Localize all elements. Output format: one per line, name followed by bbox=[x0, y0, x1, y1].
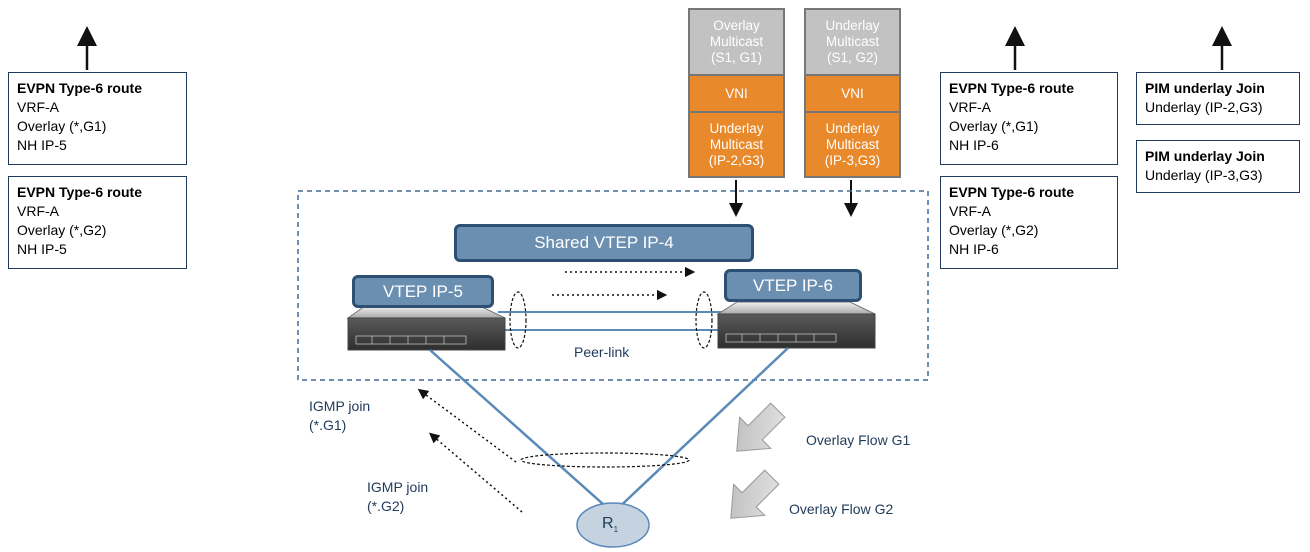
igmp-group-text: (*.G1) bbox=[309, 417, 347, 433]
switch-right bbox=[716, 301, 876, 349]
igmp-join-text: IGMP join bbox=[367, 479, 429, 495]
route-title: EVPN Type-6 route bbox=[17, 184, 142, 200]
route-line: VRF-A bbox=[17, 99, 59, 115]
downlink-portchannel bbox=[520, 452, 690, 468]
evpn-route-box-right-g2: EVPN Type-6 route VRF-A Overlay (*,G2) N… bbox=[940, 176, 1118, 269]
downlink-left bbox=[429, 349, 614, 514]
overlay-multicast-header: Underlay Multicast (S1, G2) bbox=[806, 10, 899, 74]
route-line: NH IP-6 bbox=[949, 137, 999, 153]
shared-vtep-label: Shared VTEP IP-4 bbox=[454, 224, 754, 262]
route-line: Overlay (*,G2) bbox=[949, 222, 1039, 238]
peer-link-portchannel-left bbox=[509, 291, 527, 349]
vpc-domain-boundary bbox=[297, 190, 929, 381]
pim-join-box-ip2: PIM underlay Join Underlay (IP-2,G3) bbox=[1136, 72, 1300, 125]
vni-header: VNI bbox=[806, 74, 899, 113]
evpn-route-box-left-g2: EVPN Type-6 route VRF-A Overlay (*,G2) N… bbox=[8, 176, 187, 269]
packet-stack-g2: Underlay Multicast (S1, G2) VNI Underlay… bbox=[804, 8, 901, 178]
igmp-group-text: (*.G2) bbox=[367, 498, 405, 514]
igmp-join-g2-label: IGMP join (*.G2) bbox=[367, 478, 428, 516]
pim-join-box-ip3: PIM underlay Join Underlay (IP-3,G3) bbox=[1136, 140, 1300, 193]
route-title: EVPN Type-6 route bbox=[949, 80, 1074, 96]
pim-title: PIM underlay Join bbox=[1145, 148, 1265, 164]
overlay-multicast-header: Overlay Multicast (S1, G1) bbox=[690, 10, 783, 74]
receiver-node bbox=[576, 502, 650, 548]
peer-link-label: Peer-link bbox=[574, 344, 630, 360]
peer-link-portchannel-right bbox=[695, 291, 713, 349]
route-line: Overlay (*,G1) bbox=[949, 118, 1039, 134]
igmp-join-g1-label: IGMP join (*.G1) bbox=[309, 397, 370, 435]
route-line: NH IP-6 bbox=[949, 241, 999, 257]
overlay-flow-g1-label: Overlay Flow G1 bbox=[806, 432, 911, 448]
pim-line: Underlay (IP-3,G3) bbox=[1145, 167, 1263, 183]
overlay-flow-arrow-2 bbox=[730, 469, 780, 519]
overlay-flow-g2-label: Overlay Flow G2 bbox=[789, 501, 894, 517]
igmp-join-text: IGMP join bbox=[309, 398, 371, 414]
route-line: Overlay (*,G1) bbox=[17, 118, 107, 134]
receiver-name: R bbox=[602, 515, 614, 532]
underlay-multicast-header: Underlay Multicast (IP-2,G3) bbox=[690, 113, 783, 176]
route-line: NH IP-5 bbox=[17, 137, 67, 153]
switch-left bbox=[346, 305, 506, 351]
route-title: EVPN Type-6 route bbox=[17, 80, 142, 96]
route-line: VRF-A bbox=[17, 203, 59, 219]
receiver-label: R1 bbox=[602, 514, 618, 539]
vni-header: VNI bbox=[690, 74, 783, 113]
route-title: EVPN Type-6 route bbox=[949, 184, 1074, 200]
packet-stack-g1: Overlay Multicast (S1, G1) VNI Underlay … bbox=[688, 8, 785, 178]
receiver-subscript: 1 bbox=[613, 525, 619, 535]
downlink-right bbox=[612, 347, 789, 514]
igmp-arrow-1 bbox=[417, 388, 517, 463]
route-line: VRF-A bbox=[949, 203, 991, 219]
evpn-route-box-left-g1: EVPN Type-6 route VRF-A Overlay (*,G1) N… bbox=[8, 72, 187, 165]
vtep-left-label: VTEP IP-5 bbox=[352, 275, 494, 308]
route-line: Overlay (*,G2) bbox=[17, 222, 107, 238]
pim-title: PIM underlay Join bbox=[1145, 80, 1265, 96]
route-line: NH IP-5 bbox=[17, 241, 67, 257]
underlay-multicast-header: Underlay Multicast (IP-3,G3) bbox=[806, 113, 899, 176]
vtep-right-label: VTEP IP-6 bbox=[724, 269, 862, 302]
igmp-arrow-2 bbox=[429, 432, 523, 513]
evpn-route-box-right-g1: EVPN Type-6 route VRF-A Overlay (*,G1) N… bbox=[940, 72, 1118, 165]
overlay-flow-arrow-1 bbox=[736, 402, 786, 452]
route-line: VRF-A bbox=[949, 99, 991, 115]
pim-line: Underlay (IP-2,G3) bbox=[1145, 99, 1263, 115]
